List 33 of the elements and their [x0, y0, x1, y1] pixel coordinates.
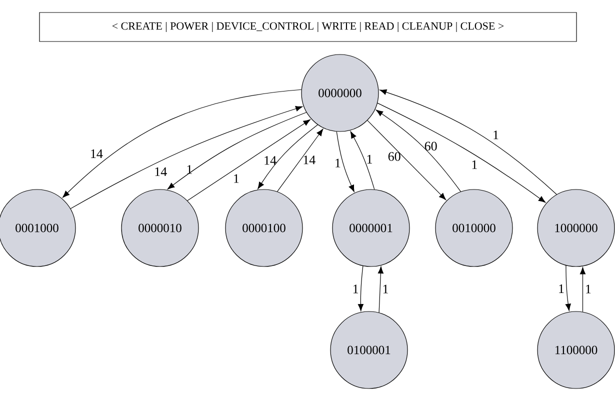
edge-label: 1 — [353, 284, 358, 294]
edge-label: 14 — [304, 156, 316, 164]
edge-label: 1 — [187, 165, 192, 174]
title-box: < CREATE | POWER | DEVICE_CONTROL | WRITE | READ | CLEANUP | CLOSE > — [39, 12, 577, 42]
arrow — [350, 131, 375, 190]
edge-label: 1 — [234, 174, 239, 183]
edge-label: 1 — [586, 284, 591, 294]
edge-label: 1 — [472, 160, 477, 169]
arrow — [167, 112, 307, 190]
arrow — [580, 267, 586, 312]
arrow — [565, 265, 571, 311]
arrow — [367, 120, 446, 200]
arrow — [377, 102, 546, 203]
edge-label: 60 — [388, 152, 400, 161]
arrow — [258, 124, 318, 190]
arrow — [380, 89, 557, 195]
edge-label: 14 — [264, 156, 276, 165]
arrow — [187, 119, 310, 201]
arrow — [378, 266, 384, 313]
edge-label: 1 — [336, 158, 340, 168]
edge-label: 1 — [367, 154, 372, 164]
arrow — [276, 128, 324, 192]
arrow — [70, 106, 303, 209]
edge-label: 14 — [155, 167, 167, 176]
arrow — [62, 89, 302, 198]
edge-label: 60 — [424, 142, 437, 150]
edge-label: 1 — [559, 284, 564, 293]
arrow — [336, 131, 354, 192]
arrow — [358, 266, 364, 312]
edge-label: 1 — [494, 130, 498, 140]
edge-label: 14 — [91, 149, 103, 158]
edge-label: 1 — [383, 284, 388, 294]
arrow — [376, 110, 462, 192]
